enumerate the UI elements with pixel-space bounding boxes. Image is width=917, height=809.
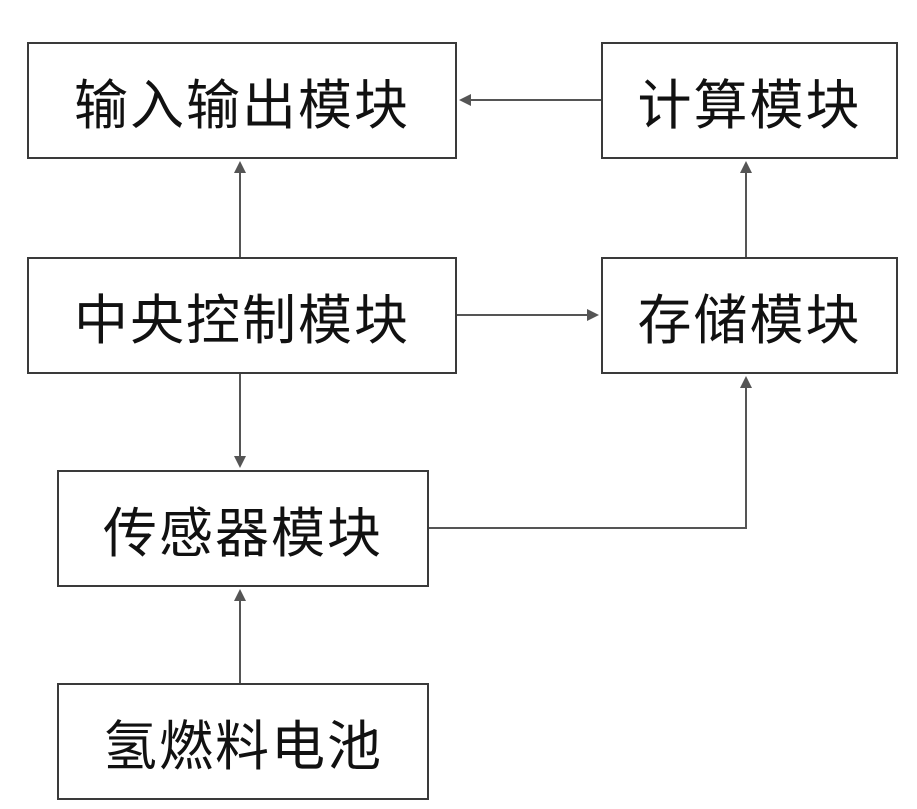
io-module-label: 输入输出模块 [74, 61, 410, 140]
io-module-box: 输入输出模块 [27, 42, 457, 159]
sensor-module-box: 传感器模块 [57, 470, 429, 587]
calc-module-label: 计算模块 [638, 61, 862, 140]
central-control-module-box: 中央控制模块 [27, 257, 457, 374]
storage-module-box: 存储模块 [601, 257, 898, 374]
hydrogen-fuel-cell-box: 氢燃料电池 [57, 683, 429, 800]
storage-module-label: 存储模块 [638, 276, 862, 355]
sensor-module-label: 传感器模块 [103, 489, 383, 568]
edge-sensor-to-storage [429, 378, 746, 528]
hydrogen-fuel-cell-label: 氢燃料电池 [103, 702, 383, 781]
central-control-module-label: 中央控制模块 [74, 276, 410, 355]
calc-module-box: 计算模块 [601, 42, 898, 159]
